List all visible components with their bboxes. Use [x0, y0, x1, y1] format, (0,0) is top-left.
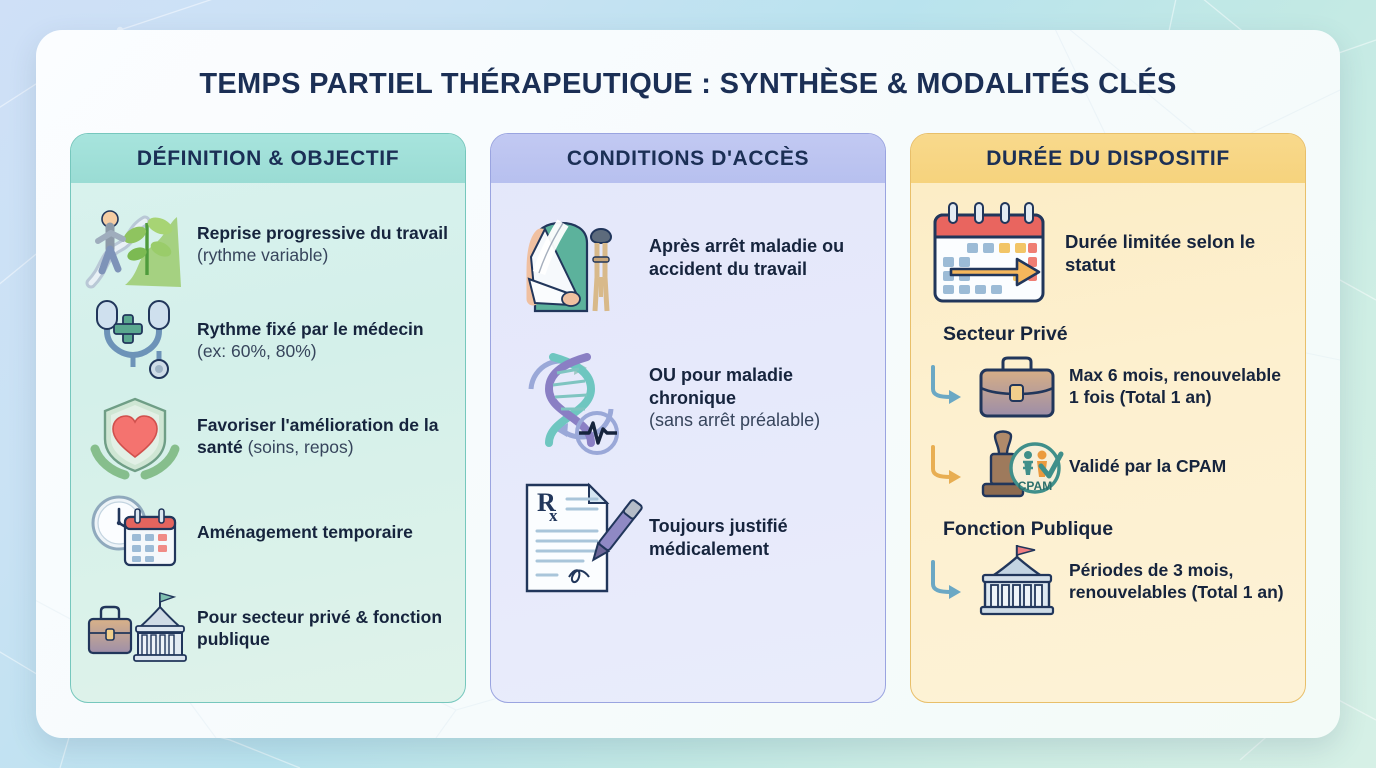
- panel-duree-dispositif: DURÉE DU DISPOSITIF: [910, 133, 1306, 703]
- list-item-bold: Après arrêt maladie ou accident du trava…: [649, 236, 845, 279]
- list-item-bold: Pour secteur privé & fonction publique: [197, 606, 443, 649]
- sub-list-item-text: Périodes de 3 mois, renouvelables (Total…: [1069, 559, 1284, 602]
- panel-header-definition: DÉFINITION & OBJECTIF: [71, 134, 465, 183]
- list-item-text: Rythme fixé par le médecin (ex: 60%, 80%…: [197, 318, 449, 362]
- panel-body-definition: Reprise progressive du travail (rythme v…: [71, 183, 465, 697]
- list-item-text: Toujours justifié médicalement: [649, 515, 869, 560]
- list-item[interactable]: Favoriser l'amélioration de la santé (so…: [85, 391, 449, 481]
- sub-list-item-text: Max 6 mois, renouvelable 1 fois (Total 1…: [1069, 364, 1282, 407]
- list-item-bold: Toujours justifié médicalement: [649, 516, 788, 559]
- list-item[interactable]: Rythme fixé par le médecin (ex: 60%, 80%…: [85, 295, 449, 385]
- cpam-badge-label: CPAM: [1018, 479, 1052, 493]
- list-item-text: Reprise progressive du travail (rythme v…: [197, 222, 449, 266]
- sub-list-item-text: Validé par la CPAM: [1069, 455, 1227, 476]
- panel-header-duree: DURÉE DU DISPOSITIF: [911, 134, 1305, 183]
- clock-calendar-icon: [85, 487, 185, 577]
- list-item-text: OU pour maladie chronique (sans arrêt pr…: [649, 364, 869, 432]
- svg-text:R: R: [537, 488, 556, 517]
- list-item-light: (sans arrêt préalable): [649, 410, 821, 431]
- list-item-text: Après arrêt maladie ou accident du trava…: [649, 235, 869, 280]
- page-title: TEMPS PARTIEL THÉRAPEUTIQUE : SYNTHÈSE &…: [199, 68, 1177, 100]
- list-item[interactable]: Durée limitée selon le statut: [925, 199, 1289, 307]
- stamp-cpam-icon: CPAM: [971, 428, 1064, 504]
- injured-person-crutch-icon: [505, 199, 637, 317]
- list-item-text: Aménagement temporaire: [197, 521, 413, 543]
- stethoscope-icon: [85, 295, 185, 385]
- list-item-bold: Aménagement temporaire: [197, 521, 413, 542]
- list-item-light: (ex: 60%, 80%): [197, 341, 317, 361]
- list-item-light: (rythme variable): [197, 245, 329, 265]
- list-item-bold: OU pour maladie chronique: [649, 364, 794, 408]
- panel-definition-objectif: DÉFINITION & OBJECTIF: [70, 133, 466, 703]
- elbow-arrow-icon: [925, 361, 965, 411]
- svg-text:x: x: [549, 506, 558, 525]
- list-item[interactable]: Reprise progressive du travail (rythme v…: [85, 199, 449, 289]
- panel-body-duree: Durée limitée selon le statut Secteur Pr…: [911, 183, 1305, 641]
- sub-list-item[interactable]: CPAM Validé par la CPAM: [925, 428, 1289, 504]
- briefcase-icon: [971, 348, 1063, 424]
- infographic-card: TEMPS PARTIEL THÉRAPEUTIQUE : SYNTHÈSE &…: [36, 30, 1340, 738]
- list-item-light: (soins, repos): [242, 437, 354, 457]
- panel-header-conditions: CONDITIONS D'ACCÈS: [491, 134, 885, 183]
- list-item-text: Favoriser l'amélioration de la santé (so…: [197, 414, 449, 458]
- list-item-bold: Favoriser l'amélioration de la santé: [197, 414, 439, 457]
- list-item-text: Durée limitée selon le statut: [1065, 230, 1289, 277]
- calendar-arrow-icon: [925, 199, 1053, 307]
- panel-body-conditions: Après arrêt maladie ou accident du trava…: [491, 183, 885, 637]
- list-item[interactable]: OU pour maladie chronique (sans arrêt pr…: [505, 339, 869, 457]
- subsection-title-fonction-publique: Fonction Publique: [943, 518, 1114, 540]
- sub-list-item[interactable]: Max 6 mois, renouvelable 1 fois (Total 1…: [925, 348, 1289, 424]
- list-item[interactable]: Aménagement temporaire: [85, 487, 449, 577]
- columns-container: DÉFINITION & OBJECTIF: [36, 133, 1340, 703]
- subsection-title-secteur-prive: Secteur Privé: [943, 323, 1068, 345]
- elbow-arrow-icon: [925, 441, 965, 491]
- person-walking-path-plant-icon: [85, 199, 185, 289]
- briefcase-government-building-icon: [85, 583, 187, 673]
- list-item-bold: Durée limitée selon le statut: [1065, 230, 1256, 275]
- list-item[interactable]: Pour secteur privé & fonction publique: [85, 583, 449, 673]
- list-item[interactable]: Après arrêt maladie ou accident du trava…: [505, 199, 869, 317]
- list-item-text: Pour secteur privé & fonction publique: [197, 606, 449, 650]
- panel-conditions-acces: CONDITIONS D'ACCÈS: [490, 133, 886, 703]
- government-building-flag-icon: [971, 543, 1063, 619]
- elbow-arrow-icon: [925, 556, 965, 606]
- list-item[interactable]: R x: [505, 479, 869, 597]
- list-item-bold: Rythme fixé par le médecin: [197, 318, 424, 339]
- prescription-pen-icon: R x: [505, 479, 643, 597]
- shield-heart-hands-icon: [85, 391, 185, 481]
- sub-list-item[interactable]: Périodes de 3 mois, renouvelables (Total…: [925, 543, 1289, 619]
- dna-chronic-illness-icon: [505, 339, 637, 457]
- list-item-bold: Reprise progressive du travail: [197, 222, 448, 243]
